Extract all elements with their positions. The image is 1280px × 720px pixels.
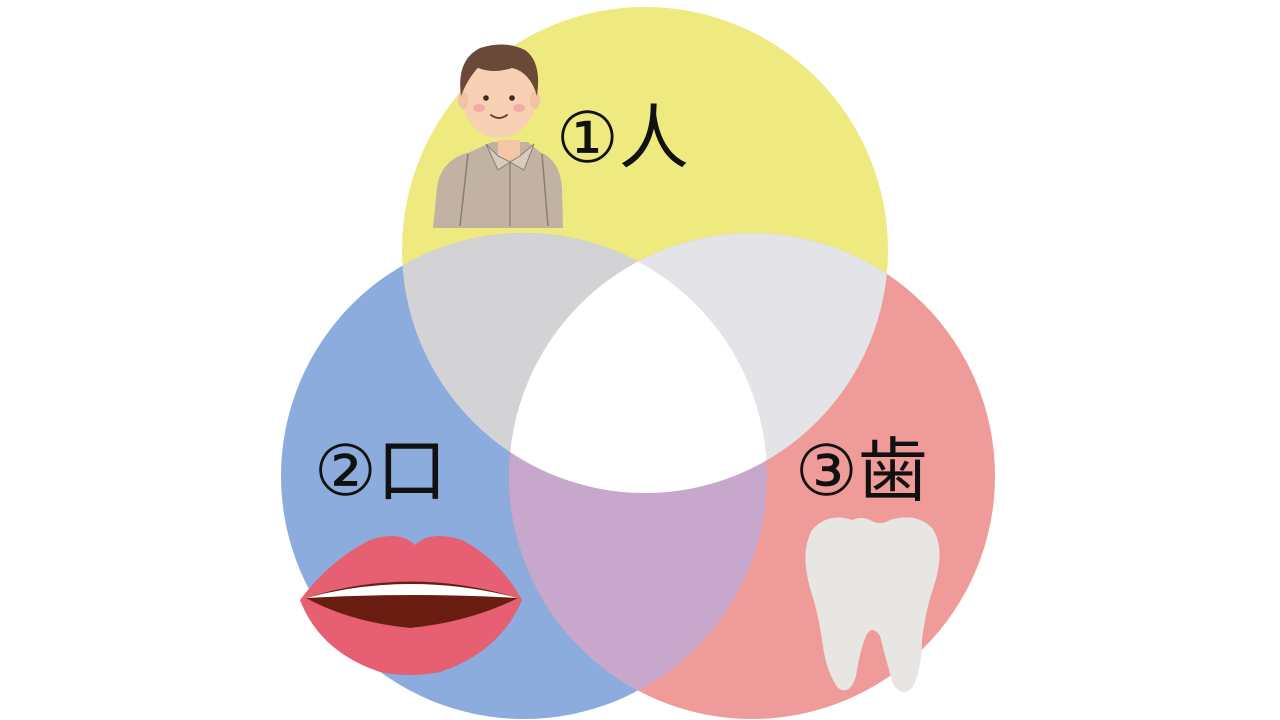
label-teeth: ③歯 [795, 430, 928, 512]
label-mouth: ②口 [314, 430, 447, 512]
label-person: ①人 [556, 97, 689, 179]
tooth-icon [805, 517, 940, 693]
lips-icon [300, 536, 522, 675]
person-icon [433, 44, 563, 228]
